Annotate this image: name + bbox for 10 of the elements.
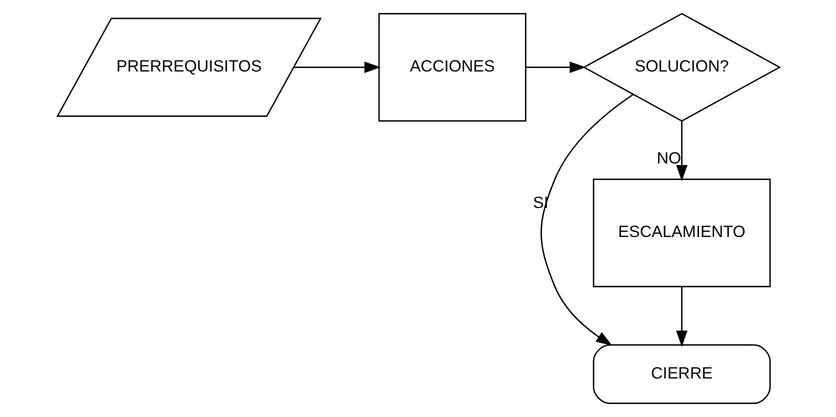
edge-label: NO (656, 149, 681, 168)
arrow (540, 94, 633, 346)
node-box: ESCALAMIENTO (592, 178, 770, 288)
arrow (526, 62, 586, 73)
arrow (676, 121, 688, 182)
node-diamond: SOLUCION? (582, 12, 780, 122)
arrow (676, 286, 688, 347)
arrow (293, 62, 380, 73)
node-box: CIERRE (592, 344, 770, 404)
node-box: ACCIONES (378, 12, 526, 122)
